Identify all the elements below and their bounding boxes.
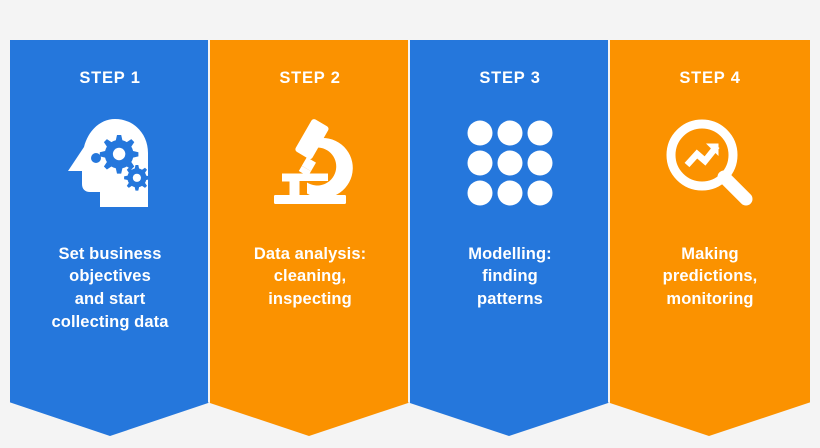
steps-infographic: STEP 1 Set business objectives and start… — [10, 40, 810, 436]
step-description-2: Data analysis: cleaning, inspecting — [215, 243, 405, 311]
step-label-1: STEP 1 — [79, 69, 141, 87]
step-description-line: Making — [681, 244, 739, 263]
step-description-line: patterns — [477, 290, 543, 309]
step-description-line: cleaning, — [273, 267, 347, 286]
step-banner-1: STEP 1 Set business objectives and start… — [10, 40, 210, 436]
step-description-line: inspecting — [268, 290, 352, 309]
dot-grid-icon — [455, 113, 565, 213]
microscope-icon — [255, 113, 365, 213]
step-description-line: finding — [482, 267, 538, 286]
step-description-line: Set business — [58, 244, 162, 263]
step-description-line: and start — [74, 290, 146, 309]
step-description-1: Set business objectives and start collec… — [15, 243, 205, 334]
step-description-line: Modelling: — [468, 244, 552, 263]
step-label-3: STEP 3 — [479, 69, 541, 87]
step-banner-3: STEP 3 Modelling: finding patterns — [408, 40, 610, 436]
step-label-2: STEP 2 — [279, 69, 341, 87]
step-label-4: STEP 4 — [679, 69, 741, 87]
step-description-3: Modelling: finding patterns — [415, 243, 605, 311]
magnifier-trend-icon — [655, 113, 765, 213]
step-description-line: predictions, — [662, 267, 758, 286]
step-banner-4: STEP 4 Making predictions, monitoring — [608, 40, 810, 436]
head-with-gears-icon — [55, 113, 165, 213]
step-description-line: objectives — [69, 267, 151, 286]
step-description-4: Making predictions, monitoring — [615, 243, 805, 311]
step-description-line: collecting data — [51, 312, 169, 331]
step-description-line: monitoring — [666, 290, 754, 309]
step-description-line: Data analysis: — [253, 244, 367, 263]
step-banner-2: STEP 2 — [208, 40, 410, 436]
